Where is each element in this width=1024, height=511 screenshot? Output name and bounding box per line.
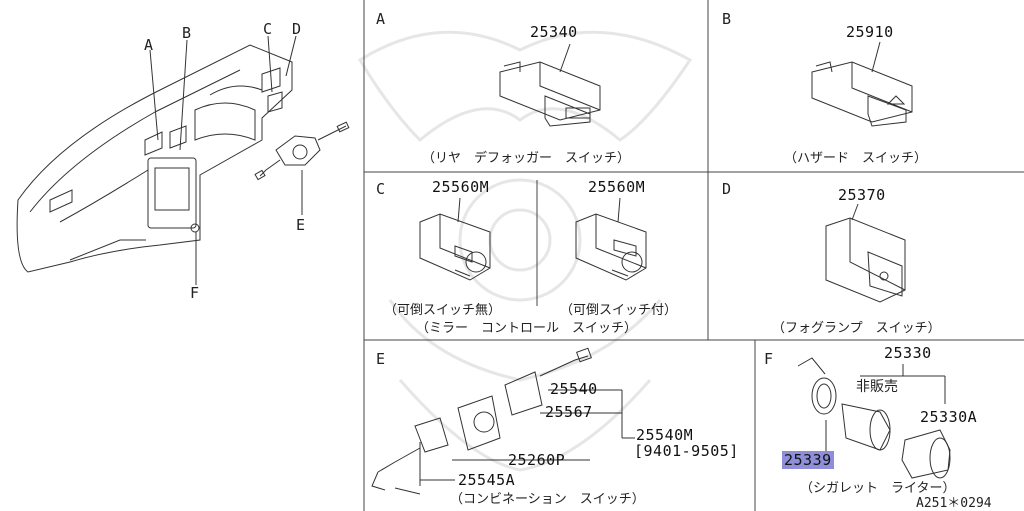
panel-c-letter: C [376,180,386,198]
switch-d-illustration [825,203,906,303]
switch-b-illustration [811,41,913,127]
part-number-25330: 25330 [884,344,932,362]
panel-b-letter: B [722,10,732,28]
part-number-25567: 25567 [545,403,593,421]
part-number-25560m-right: 25560M [588,178,646,196]
diagram-reference: A251＊0294 [916,496,992,511]
panel-e-caption: （コンビネーション スイッチ） [450,492,645,507]
date-range-9401-9505: [9401-9505] [634,442,739,460]
panel-d-caption: （フォグランプ スイッチ） [772,321,941,336]
dashboard-illustration [16,35,350,285]
callout-a: A [144,36,154,54]
panel-f-caption: （シガレット ライター） [800,481,956,496]
callout-e: E [296,216,306,234]
callout-d: D [292,20,302,38]
callout-f: F [190,284,200,302]
panel-c-caption: （ミラー コントロール スイッチ） [416,321,638,336]
switch-a-illustration [499,43,601,127]
part-number-25339-highlight: 25339 [782,451,834,469]
panel-d-letter: D [722,180,732,198]
not-for-sale-label: 非販売 [856,379,898,395]
part-number-25540: 25540 [550,380,598,398]
part-number-25260p: 25260P [508,451,566,469]
part-number-25545a: 25545A [458,471,516,489]
panel-b-caption: （ハザード スイッチ） [784,151,928,166]
panel-a-caption: （リヤ デフォッガー スイッチ） [422,151,631,166]
watermark-emblem [357,30,693,472]
part-number-25339: 25339 [782,451,834,469]
panel-e-letter: E [376,350,386,368]
callout-b: B [182,24,192,42]
part-number-25340: 25340 [530,23,578,41]
part-number-25910: 25910 [846,23,894,41]
part-number-25560m-left: 25560M [432,178,490,196]
panel-a-letter: A [376,10,386,28]
callout-c: C [263,20,273,38]
panel-f-letter: F [764,350,774,368]
part-number-25370: 25370 [838,186,886,204]
part-number-25330a: 25330A [920,408,978,426]
panel-c-caption-right: （可倒スイッチ付） [560,303,678,318]
panel-borders [363,0,1024,511]
combination-switch-illustration [371,347,635,495]
panel-c-caption-left: （可倒スイッチ無） [384,303,502,318]
switch-c-left-illustration [419,197,491,281]
cigarette-lighter-illustration [797,357,951,479]
part-number-25540m: 25540M [636,426,694,444]
switch-c-right-illustration [575,197,647,281]
